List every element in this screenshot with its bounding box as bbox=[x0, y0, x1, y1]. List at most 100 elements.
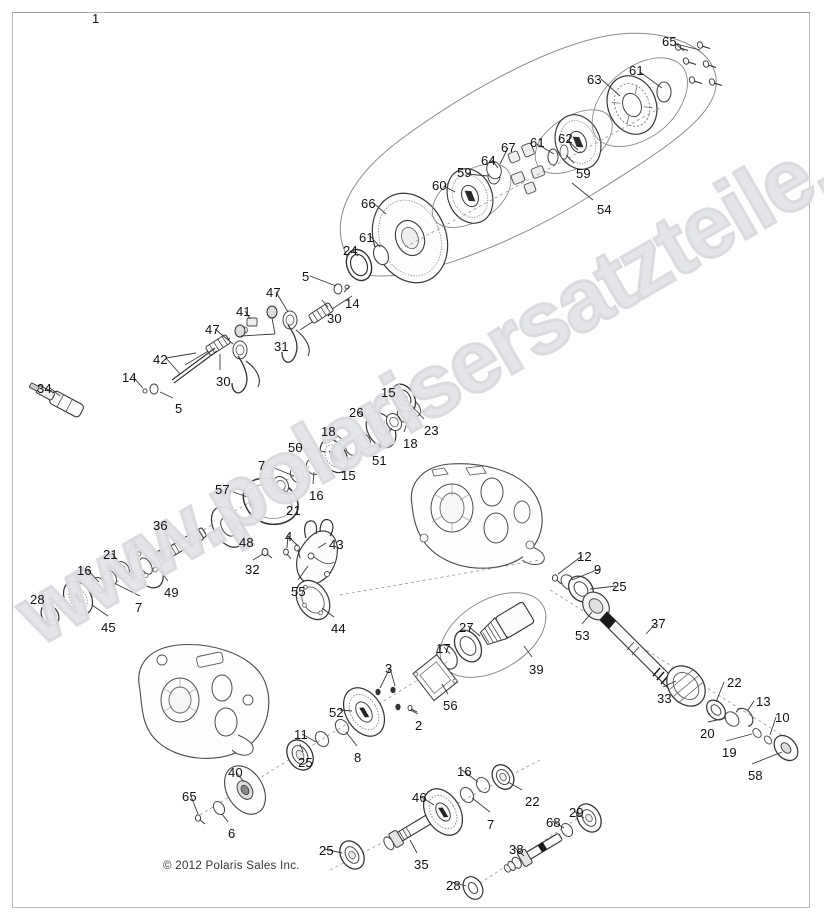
gear-46 bbox=[422, 788, 464, 836]
callout-number-43: 43 bbox=[329, 537, 344, 552]
callout-number-38: 38 bbox=[509, 842, 524, 857]
callout-number-7: 7 bbox=[258, 458, 266, 473]
callout-number-12: 12 bbox=[577, 549, 592, 564]
shift-drum-44 bbox=[295, 579, 331, 621]
hub-50 bbox=[319, 438, 349, 474]
copyright-notice: © 2012 Polaris Sales Inc. bbox=[163, 860, 300, 872]
transmission-case-upper bbox=[410, 463, 545, 569]
callout-number-35: 35 bbox=[414, 857, 429, 872]
screw-65b bbox=[194, 814, 206, 825]
callout-number-15: 15 bbox=[341, 468, 356, 483]
hub-45 bbox=[62, 580, 94, 616]
bearing-22b bbox=[491, 764, 515, 790]
callout-number-5: 5 bbox=[302, 269, 310, 284]
bolts-4 bbox=[283, 544, 301, 560]
cover-plate-56 bbox=[412, 653, 459, 702]
callout-number-22: 22 bbox=[727, 675, 742, 690]
callout-number-45: 45 bbox=[101, 620, 116, 635]
callout-number-41: 41 bbox=[236, 304, 251, 319]
callout-number-48: 48 bbox=[239, 535, 254, 550]
washer-10 bbox=[763, 735, 773, 745]
bearing-25b bbox=[286, 739, 314, 771]
callout-number-21: 21 bbox=[286, 503, 301, 518]
callout-number-29: 29 bbox=[569, 805, 584, 820]
callout-number-63: 63 bbox=[587, 72, 602, 87]
callout-number-18: 18 bbox=[321, 424, 336, 439]
callout-number-15: 15 bbox=[381, 385, 396, 400]
callout-number-52: 52 bbox=[329, 705, 344, 720]
callout-number-58: 58 bbox=[748, 768, 763, 783]
callout-number-56: 56 bbox=[443, 698, 458, 713]
bearing-24 bbox=[345, 248, 373, 282]
callout-number-42: 42 bbox=[153, 352, 168, 367]
callout-number-32: 32 bbox=[245, 562, 260, 577]
callout-number-66: 66 bbox=[361, 196, 376, 211]
callout-number-16: 16 bbox=[457, 764, 472, 779]
mainshaft-36 bbox=[154, 527, 207, 566]
callout-number-65: 65 bbox=[662, 34, 677, 49]
callout-number-26: 26 bbox=[349, 405, 364, 420]
gear-52 bbox=[342, 687, 386, 737]
callout-number-14: 14 bbox=[122, 370, 137, 385]
callout-number-51: 51 bbox=[372, 453, 387, 468]
callout-number-4: 4 bbox=[285, 529, 293, 544]
callout-number-61: 61 bbox=[530, 135, 545, 150]
shift-lever-43 bbox=[296, 518, 338, 585]
callout-number-33: 33 bbox=[657, 691, 672, 706]
callout-number-25: 25 bbox=[319, 843, 334, 858]
callout-number-7: 7 bbox=[487, 817, 495, 832]
callout-number-55: 55 bbox=[291, 584, 306, 599]
bearing-23 bbox=[391, 383, 417, 413]
gearcase-housing-lower bbox=[138, 643, 270, 759]
top-rule-left bbox=[12, 12, 88, 13]
callout-number-16: 16 bbox=[309, 488, 324, 503]
callout-number-54: 54 bbox=[597, 202, 612, 217]
callout-number-28: 28 bbox=[30, 592, 45, 607]
bolts-2 bbox=[395, 703, 418, 713]
callout-number-40: 40 bbox=[228, 765, 243, 780]
callout-number-61: 61 bbox=[359, 230, 374, 245]
bearing-29 bbox=[576, 803, 602, 833]
shift-fork-group bbox=[142, 283, 353, 395]
callout-number-28: 28 bbox=[446, 878, 461, 893]
callout-number-46: 46 bbox=[412, 790, 427, 805]
callout-number-20: 20 bbox=[700, 726, 715, 741]
callout-number-39: 39 bbox=[529, 662, 544, 677]
callout-number-47: 47 bbox=[205, 322, 220, 337]
pinion-balloon-39 bbox=[436, 592, 547, 678]
callout-number-68: 68 bbox=[546, 815, 561, 830]
callout-number-8: 8 bbox=[354, 750, 362, 765]
callout-number-59: 59 bbox=[457, 165, 472, 180]
callout-number-50: 50 bbox=[288, 440, 303, 455]
input-shaft-38 bbox=[503, 833, 563, 873]
small-parts-67-64 bbox=[486, 142, 546, 195]
bolt-12 bbox=[551, 574, 562, 585]
callout-number-18: 18 bbox=[403, 436, 418, 451]
callout-number-22: 22 bbox=[525, 794, 540, 809]
callout-number-2: 2 bbox=[415, 718, 423, 733]
hub-53 bbox=[582, 591, 610, 621]
leader-lines bbox=[40, 43, 783, 887]
callout-number-47: 47 bbox=[266, 285, 281, 300]
callout-number-24: 24 bbox=[343, 243, 358, 258]
sensor-34 bbox=[29, 382, 84, 418]
callout-number-53: 53 bbox=[575, 628, 590, 643]
callout-number-62: 62 bbox=[558, 131, 573, 146]
bolts-3 bbox=[375, 686, 396, 696]
top-rule-right bbox=[104, 12, 810, 13]
callout-number-25: 25 bbox=[298, 755, 313, 770]
bearing-28a bbox=[40, 604, 60, 626]
washer-68 bbox=[560, 822, 574, 838]
bearing-25c bbox=[339, 840, 365, 870]
callout-number-21: 21 bbox=[103, 547, 118, 562]
callout-number-64: 64 bbox=[481, 153, 496, 168]
callout-number-19: 19 bbox=[722, 745, 737, 760]
callout-number-25: 25 bbox=[612, 579, 627, 594]
callout-number-34: 34 bbox=[37, 381, 52, 396]
callout-number-30: 30 bbox=[327, 311, 342, 326]
callout-number-23: 23 bbox=[424, 423, 439, 438]
callout-number-6: 6 bbox=[228, 826, 236, 841]
stator-assembly-63 bbox=[591, 57, 688, 148]
